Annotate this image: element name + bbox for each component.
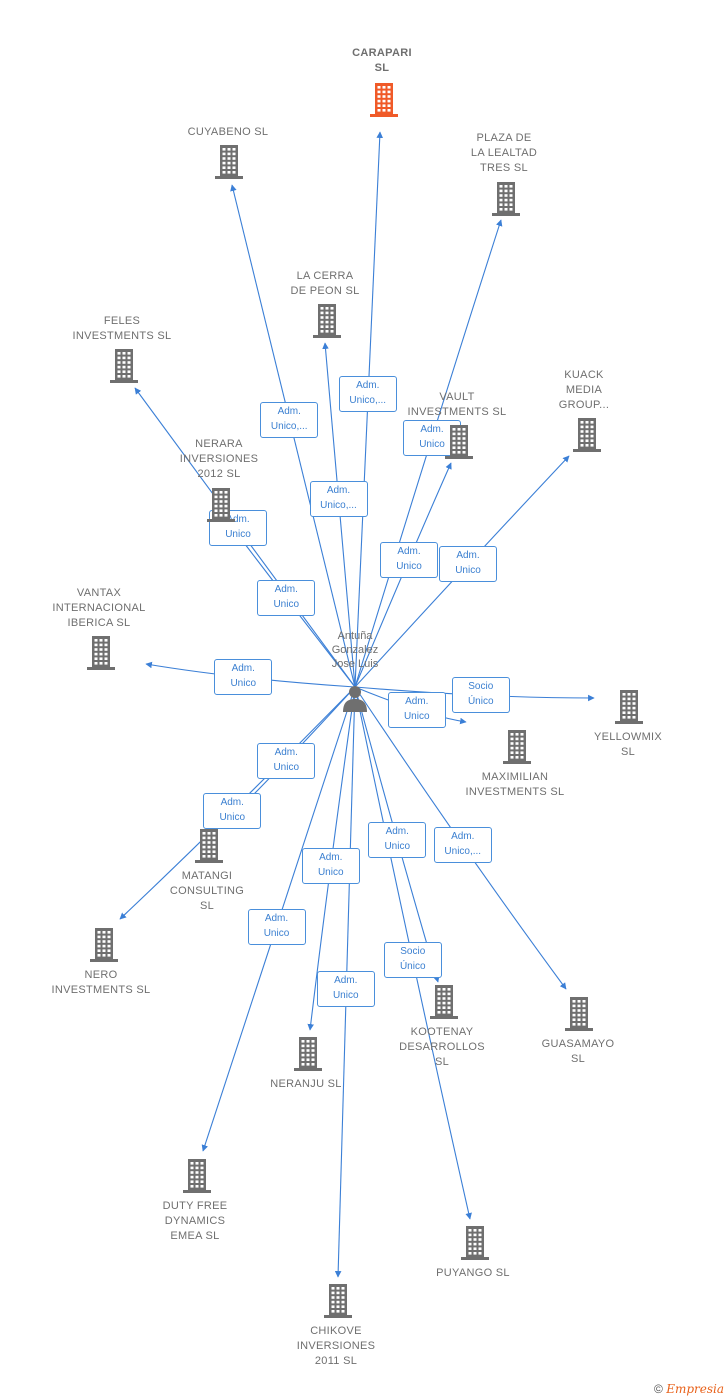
building-icon — [503, 730, 531, 764]
building-icon — [324, 1284, 352, 1318]
company-node-nero[interactable] — [88, 927, 120, 968]
building-icon — [492, 182, 520, 216]
company-label-vantax[interactable]: VANTAX INTERNACIONAL IBERICA SL — [52, 587, 146, 629]
building-icon — [313, 304, 341, 338]
company-label-lacerra[interactable]: LA CERRA DE PEON SL — [290, 270, 360, 297]
company-node-nerara[interactable] — [205, 487, 237, 528]
center-person[interactable] — [340, 683, 370, 713]
company-node-yellowmix[interactable] — [613, 689, 645, 730]
building-icon — [615, 690, 643, 724]
building-icon — [445, 425, 473, 459]
company-node-kuack[interactable] — [571, 417, 603, 458]
edge-label-vault[interactable]: Adm. Unico — [380, 541, 438, 578]
company-label-maximilian[interactable]: MAXIMILIAN INVESTMENTS SL — [465, 771, 565, 798]
building-icon — [573, 418, 601, 452]
company-label-puyango[interactable]: PUYANGO SL — [436, 1267, 510, 1279]
edge-label-kootenay[interactable]: Adm. Unico — [368, 822, 427, 859]
footer-brand: © Empresia — [654, 1382, 724, 1396]
building-icon — [195, 829, 223, 863]
company-node-matangi[interactable] — [193, 828, 225, 869]
company-label-feles[interactable]: FELES INVESTMENTS SL — [72, 315, 172, 342]
building-icon — [207, 488, 235, 522]
edge-label-matangi[interactable]: Adm. Unico — [257, 742, 316, 779]
building-icon — [90, 928, 118, 962]
edge-label-lacerra[interactable]: Adm. Unico,... — [309, 481, 368, 517]
edge-label-dutyfree[interactable]: Adm. Unico — [247, 908, 306, 945]
company-node-neranju[interactable] — [292, 1036, 324, 1077]
company-node-lacerra[interactable] — [311, 303, 343, 344]
company-label-carapari[interactable]: CARAPARI SL — [352, 47, 412, 74]
company-label-plaza[interactable]: PLAZA DE LA LEALTAD TRES SL — [470, 132, 538, 174]
company-node-cuyabeno[interactable] — [213, 144, 245, 185]
company-label-chikove[interactable]: CHIKOVE INVERSIONES 2011 SL — [296, 1325, 376, 1367]
edge-label-cuyabeno[interactable]: Adm. Unico,... — [260, 402, 319, 438]
company-node-vantax[interactable] — [85, 635, 117, 676]
company-node-guasamayo[interactable] — [563, 996, 595, 1037]
edge-label-nerara[interactable]: Adm. Unico — [257, 580, 316, 616]
edge-label-kuack[interactable]: Adm. Unico — [439, 546, 497, 583]
copyright-symbol: © — [654, 1382, 663, 1396]
edge-label-guasamayo[interactable]: Adm. Unico,... — [433, 827, 492, 863]
company-label-yellowmix[interactable]: YELLOWMIX SL — [593, 731, 663, 758]
company-label-kuack[interactable]: KUACK MEDIA GROUP... — [558, 369, 610, 411]
center-person-name: Antuña Gonzalez Jose Luis — [331, 630, 379, 670]
company-node-maximilian[interactable] — [501, 729, 533, 770]
company-label-guasamayo[interactable]: GUASAMAYO SL — [541, 1038, 615, 1065]
company-node-vault[interactable] — [443, 424, 475, 465]
person-icon — [343, 686, 367, 712]
company-label-kootenay[interactable]: KOOTENAY DESARROLLOS SL — [399, 1026, 485, 1068]
company-label-vault[interactable]: VAULT INVESTMENTS SL — [407, 391, 507, 418]
building-icon — [294, 1037, 322, 1071]
edge-label-neranju[interactable]: Adm. Unico — [301, 847, 360, 884]
edge-label-maximilian[interactable]: Adm. Unico — [387, 691, 446, 728]
edge-label-chikove[interactable]: Adm. Unico — [316, 971, 375, 1007]
company-node-carapari[interactable] — [368, 82, 400, 123]
company-label-dutyfree[interactable]: DUTY FREE DYNAMICS EMEA SL — [162, 1200, 228, 1242]
edge-label-carapari[interactable]: Adm. Unico,... — [338, 375, 397, 412]
company-node-chikove[interactable] — [322, 1283, 354, 1324]
company-node-feles[interactable] — [108, 348, 140, 389]
edge-label-vantax[interactable]: Adm. Unico — [214, 659, 273, 696]
building-icon — [183, 1159, 211, 1193]
company-node-plaza[interactable] — [490, 181, 522, 222]
building-icon — [370, 83, 398, 117]
company-label-nerara[interactable]: NERARA INVERSIONES 2012 SL — [179, 438, 259, 480]
brand-logo: Empresia — [666, 1382, 724, 1396]
building-icon — [87, 636, 115, 670]
building-icon — [430, 985, 458, 1019]
building-icon — [565, 997, 593, 1031]
company-label-neranju[interactable]: NERANJU SL — [270, 1078, 342, 1090]
building-icon — [110, 349, 138, 383]
company-label-cuyabeno[interactable]: CUYABENO SL — [187, 126, 269, 138]
building-icon — [461, 1226, 489, 1260]
company-label-matangi[interactable]: MATANGI CONSULTING SL — [169, 870, 245, 912]
edge-label-nero[interactable]: Adm. Unico — [203, 792, 262, 829]
edge-label-yellowmix[interactable]: Socio Único — [451, 677, 510, 714]
company-node-kootenay[interactable] — [428, 984, 460, 1025]
edge-label-puyango[interactable]: Socio Único — [383, 942, 442, 978]
company-node-puyango[interactable] — [459, 1225, 491, 1266]
building-icon — [215, 145, 243, 179]
company-node-dutyfree[interactable] — [181, 1158, 213, 1199]
company-label-nero[interactable]: NERO INVESTMENTS SL — [51, 969, 151, 996]
